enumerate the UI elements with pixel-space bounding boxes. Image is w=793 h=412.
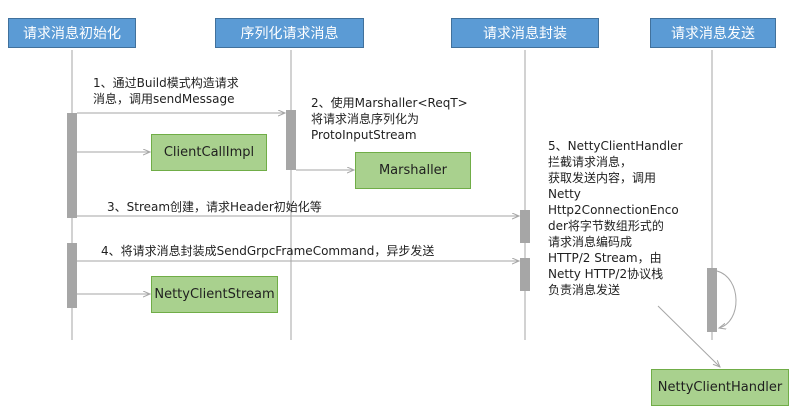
message-step2-label: 2、使用Marshaller<ReqT> 将请求消息序列化为 ProtoInpu… — [311, 96, 468, 142]
participant-send: 请求消息发送 — [650, 18, 776, 48]
activation-encapsulate-2 — [520, 258, 530, 291]
activation-init-1 — [67, 113, 77, 218]
participant-serialize: 序列化请求消息 — [215, 18, 364, 48]
activation-send — [707, 268, 717, 332]
netty-client-handler-box: NettyClientHandler — [651, 369, 789, 406]
message-step5-label: 5、NettyClientHandler 拦截请求消息， 获取发送内容，调用 N… — [548, 139, 683, 297]
participant-init: 请求消息初始化 — [8, 18, 136, 48]
participant-encapsulate: 请求消息封装 — [451, 18, 599, 48]
arrow-to-netty-client-handler — [657, 305, 720, 367]
self-loop-arrow — [716, 270, 737, 328]
message-step3-label: 3、Stream创建，请求Header初始化等 — [107, 200, 322, 214]
activation-serialize — [286, 110, 296, 170]
client-call-impl-box: ClientCallImpl — [151, 134, 267, 171]
activation-encapsulate-1 — [520, 210, 530, 243]
message-step4-label: 4、将请求消息封装成SendGrpcFrameCommand，异步发送 — [101, 244, 435, 258]
message-step1-label: 1、通过Build模式构造请求 消息，调用sendMessage — [93, 76, 239, 106]
activation-init-2 — [67, 243, 77, 308]
netty-client-stream-box: NettyClientStream — [151, 276, 278, 313]
marshaller-box: Marshaller — [355, 152, 471, 189]
